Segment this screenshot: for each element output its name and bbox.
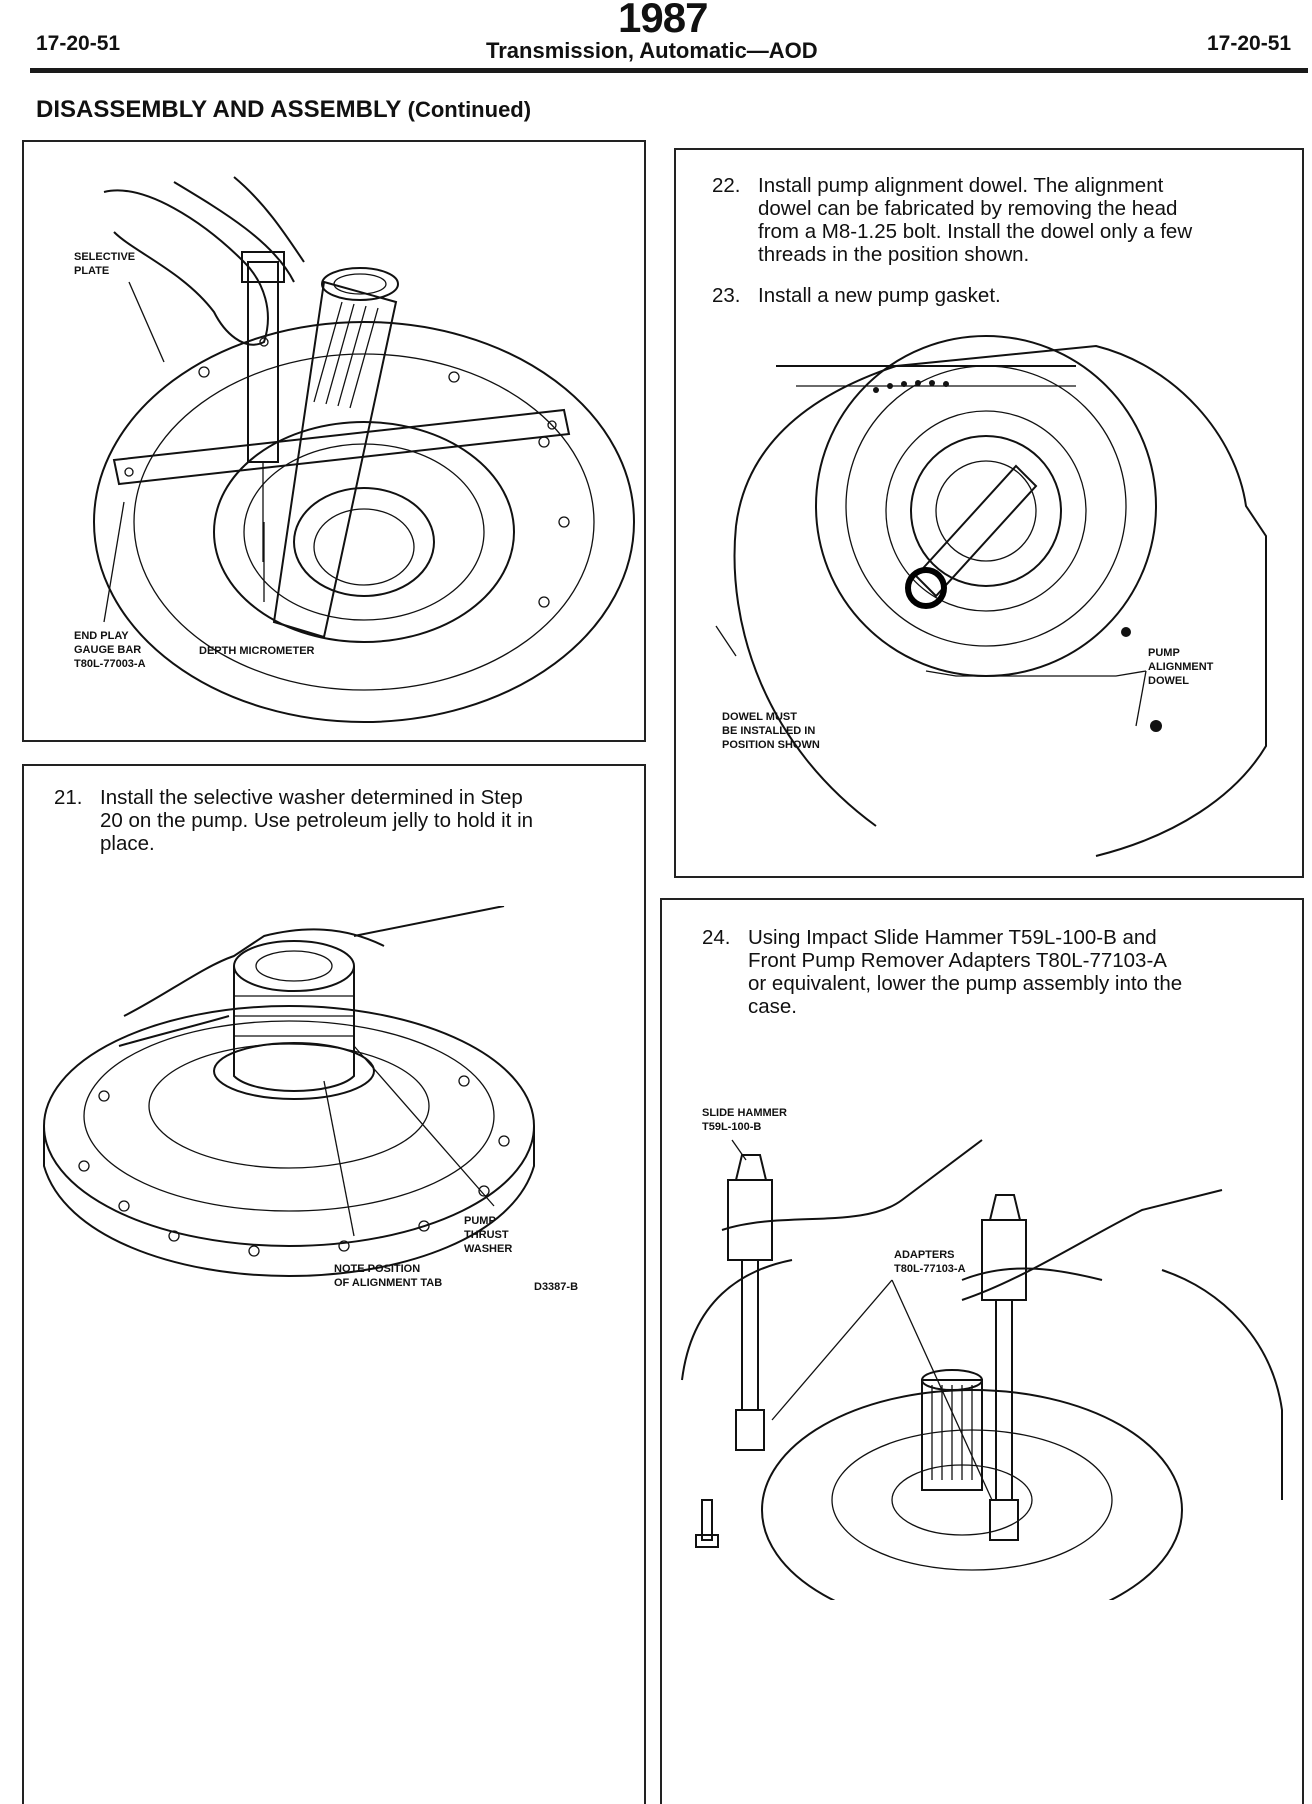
callout-end-play-1: END PLAY [74, 630, 129, 642]
step-24-line: or equivalent, lower the pump assembly i… [748, 972, 1183, 995]
figure-code: D3387-B [534, 1281, 578, 1293]
step-22-text: Install pump alignment dowel. The alignm… [758, 174, 1192, 266]
callout-dowel-2: ALIGNMENT [1148, 661, 1214, 673]
page-number-right: 17-20-51 [1207, 32, 1292, 55]
callout-adapters-1: ADAPTERS [894, 1249, 955, 1261]
step-22-line: Install pump alignment dowel. The alignm… [758, 174, 1164, 197]
step-21-number: 21. [54, 786, 83, 809]
callout-end-play-3: T80L-77003-A [74, 658, 146, 670]
callout-pump-thrust-2: THRUST [464, 1229, 509, 1241]
step-24-panel: 24. Using Impact Slide Hammer T59L-100-B… [660, 898, 1304, 1804]
step-23-line: Install a new pump gasket. [758, 284, 1001, 307]
step-22-number: 22. [712, 174, 741, 197]
step-21-line: 20 on the pump. Use petroleum jelly to h… [100, 809, 534, 832]
callout-dowel-3: DOWEL [1148, 675, 1189, 687]
step-22-line: dowel can be fabricated by removing the … [758, 197, 1178, 220]
step-23-text: Install a new pump gasket. [758, 284, 1001, 307]
section-title-continued: (Continued) [407, 97, 532, 122]
step-24-line: Using Impact Slide Hammer T59L-100-B and [748, 926, 1157, 949]
section-title: DISASSEMBLY AND ASSEMBLY (Continued) [36, 96, 531, 124]
callout-slide-hammer-1: SLIDE HAMMER [702, 1107, 787, 1119]
step-24-line: case. [748, 995, 797, 1018]
callout-selective-plate-2: PLATE [74, 265, 109, 277]
callout-dowel-1: PUMP [1148, 647, 1180, 659]
step-24-number: 24. [702, 926, 731, 949]
callout-note-position-1: NOTE POSITION [334, 1263, 420, 1275]
step-21-line: place. [100, 832, 155, 855]
step-22-line: from a M8-1.25 bolt. Install the dowel o… [758, 220, 1193, 243]
section-title-main: DISASSEMBLY AND ASSEMBLY [36, 96, 401, 123]
callout-dowel-note-2: BE INSTALLED IN [722, 725, 815, 737]
step-24-line: Front Pump Remover Adapters T80L-77103-A [748, 949, 1167, 972]
callout-depth-micrometer: DEPTH MICROMETER [199, 645, 315, 657]
callout-dowel-note-3: POSITION SHOWN [722, 739, 820, 751]
document-year: 1987 [618, 0, 708, 41]
step-24-text: Using Impact Slide Hammer T59L-100-B and… [748, 926, 1182, 1018]
callout-note-position-2: OF ALIGNMENT TAB [334, 1277, 442, 1289]
slide-hammer-illustration: SLIDE HAMMER T59L-100-B ADAPTERS T80L-77… [681, 1107, 1283, 1600]
end-play-figure-panel: SELECTIVE PLATE END PLAY GAUGE BAR T80L-… [22, 140, 646, 742]
step-21-text: Install the selective washer determined … [100, 786, 533, 855]
header-rule [30, 68, 1308, 73]
step-23-number: 23. [712, 284, 741, 307]
callout-pump-thrust-3: WASHER [464, 1243, 512, 1255]
header-title: Transmission, Automatic—AOD [486, 38, 818, 63]
callout-end-play-2: GAUGE BAR [74, 644, 141, 656]
callout-dowel-note-1: DOWEL MUST [722, 711, 797, 723]
callout-adapters-2: T80L-77103-A [894, 1263, 966, 1275]
callout-selective-plate-1: SELECTIVE [74, 251, 135, 263]
step-22-23-panel: 22. Install pump alignment dowel. The al… [674, 148, 1304, 878]
end-play-illustration: SELECTIVE PLATE END PLAY GAUGE BAR T80L-… [74, 176, 635, 723]
pump-alignment-dowel-illustration: PUMP ALIGNMENT DOWEL DOWEL MUST BE INSTA… [715, 335, 1267, 857]
callout-slide-hammer-2: T59L-100-B [702, 1121, 761, 1133]
callout-pump-thrust-1: PUMP [464, 1215, 496, 1227]
step-21-panel: 21. Install the selective washer determi… [22, 764, 646, 1804]
pump-thrust-washer-illustration: PUMP THRUST WASHER NOTE POSITION OF ALIG… [43, 906, 578, 1293]
step-22-line: threads in the position shown. [758, 243, 1030, 266]
step-21-line: Install the selective washer determined … [100, 786, 523, 809]
page-number-left: 17-20-51 [36, 32, 121, 55]
